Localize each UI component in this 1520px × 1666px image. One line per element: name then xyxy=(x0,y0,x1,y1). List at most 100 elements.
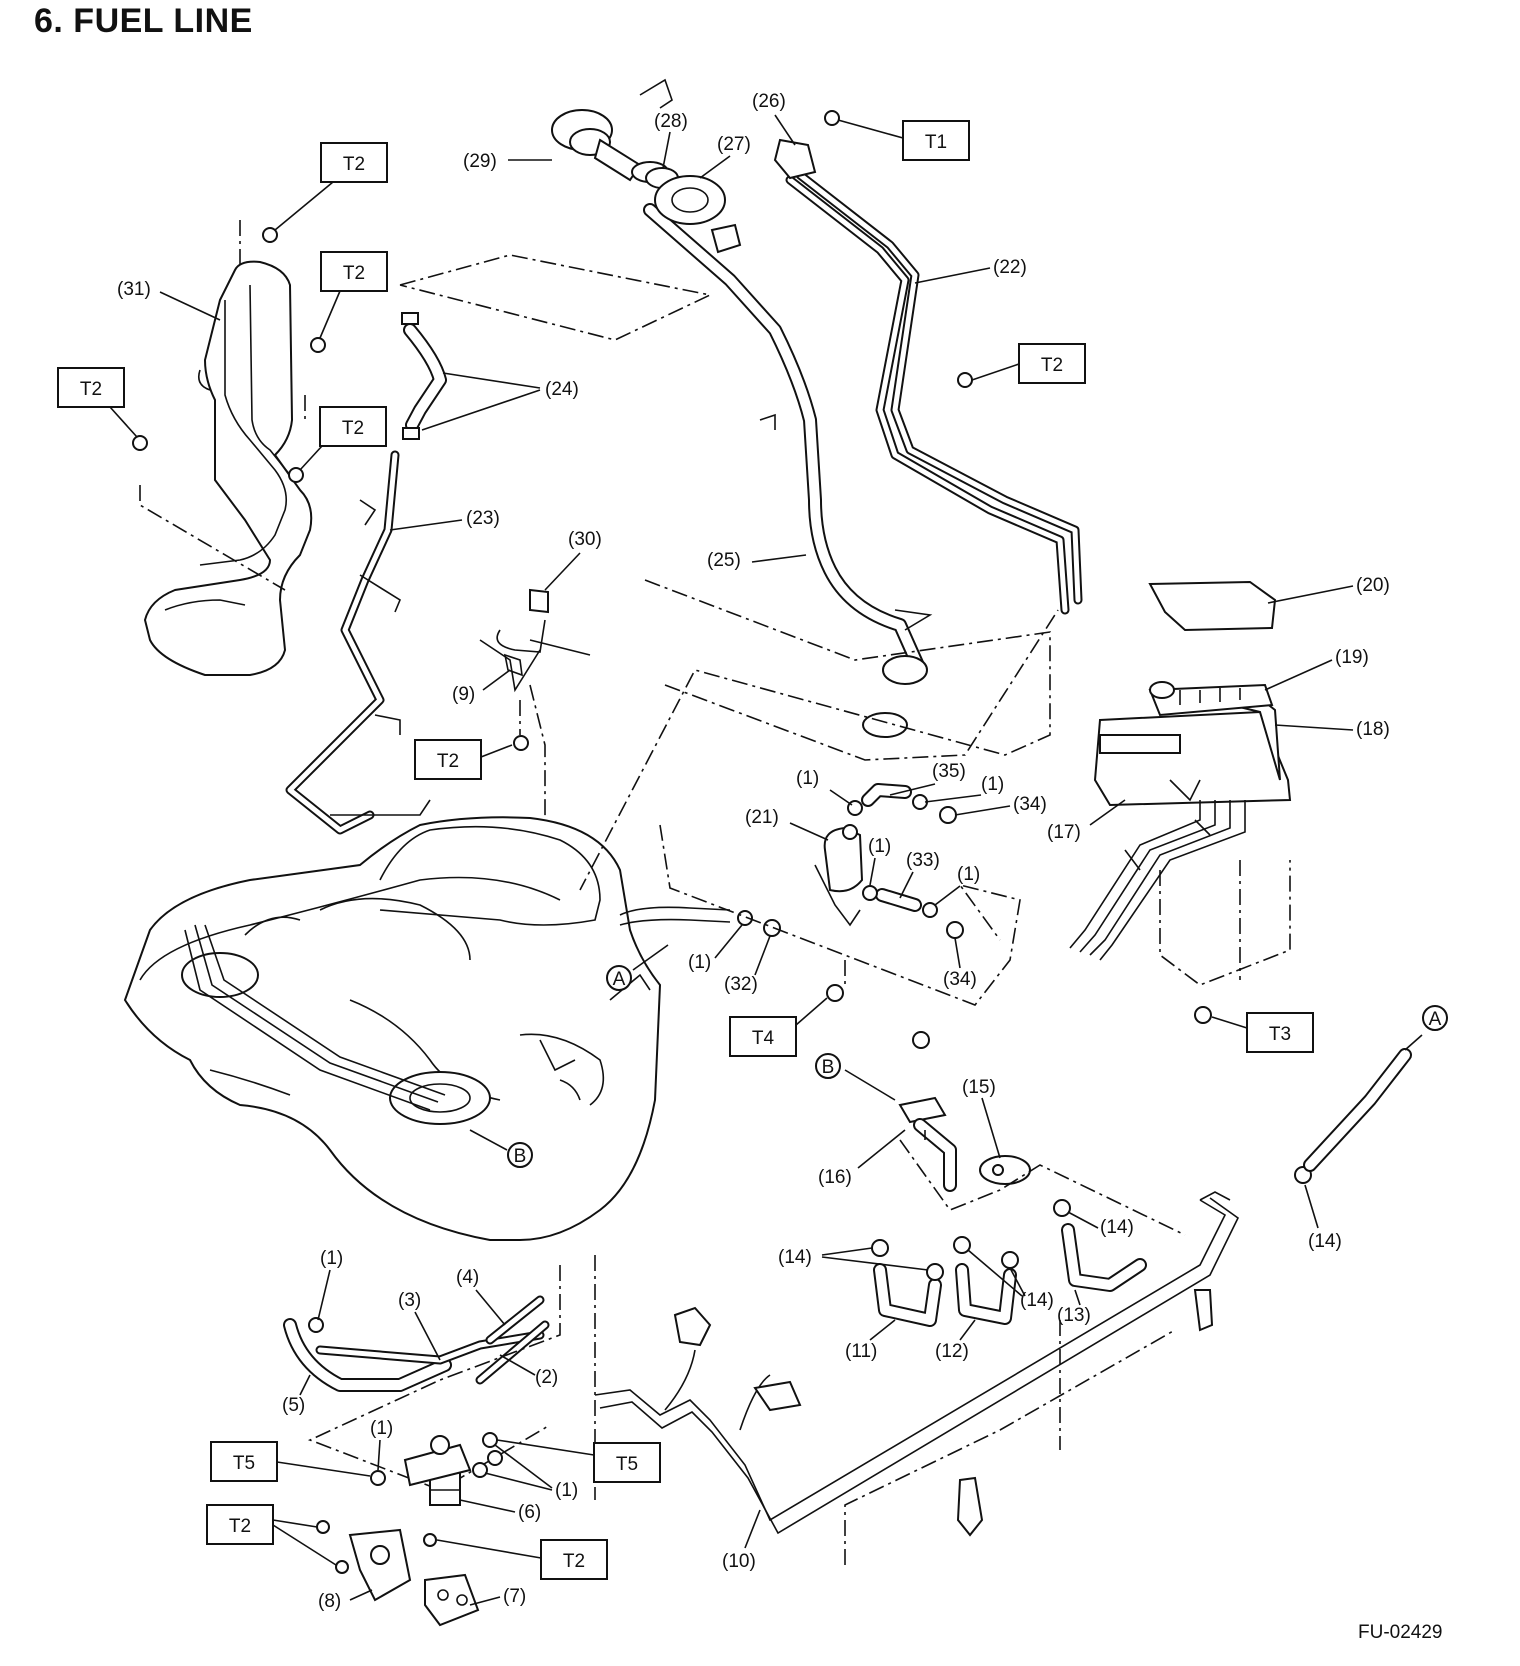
evap-pipe-22 xyxy=(785,170,1083,615)
torque-t3: T3 xyxy=(1211,1012,1314,1053)
svg-text:(31): (31) xyxy=(117,279,151,300)
svg-text:B: B xyxy=(514,1146,527,1167)
bracket-8 xyxy=(348,1528,412,1602)
label-14-c: (14) xyxy=(778,1247,929,1271)
canister-top-19 xyxy=(1148,681,1274,717)
svg-text:A: A xyxy=(1429,1009,1442,1030)
fuel-tank xyxy=(123,816,731,1241)
svg-text:T2: T2 xyxy=(1041,355,1063,376)
svg-text:T2: T2 xyxy=(343,263,365,284)
label-33: (33) xyxy=(899,850,940,899)
svg-text:(32): (32) xyxy=(724,974,758,995)
svg-text:(23): (23) xyxy=(466,508,500,529)
svg-text:(1): (1) xyxy=(370,1418,393,1439)
label-35: (35) xyxy=(889,761,966,796)
hose-13 xyxy=(1061,1223,1147,1292)
svg-text:T2: T2 xyxy=(229,1516,251,1537)
svg-text:(34): (34) xyxy=(943,969,977,990)
filter-6 xyxy=(403,1435,472,1506)
hose-33 xyxy=(875,888,922,912)
torque-t5-a: T5 xyxy=(210,1441,371,1482)
clip-1-i xyxy=(472,1462,488,1478)
ref-marker-b-hose: B xyxy=(815,1053,896,1101)
clip-1-c xyxy=(862,885,878,901)
purge-valve-21 xyxy=(814,824,864,927)
svg-text:T2: T2 xyxy=(563,1551,585,1572)
label-5: (5) xyxy=(282,1374,311,1416)
nipple-34-a xyxy=(939,806,957,824)
label-10: (10) xyxy=(722,1509,761,1572)
svg-text:A: A xyxy=(613,969,626,990)
svg-text:(1): (1) xyxy=(796,768,819,789)
clip-14-a xyxy=(871,1239,889,1257)
label-20: (20) xyxy=(1267,575,1390,604)
svg-text:(22): (22) xyxy=(993,257,1027,278)
valve-bracket-30 xyxy=(479,588,591,693)
torque-t2-e: T2 xyxy=(971,343,1086,384)
svg-text:(30): (30) xyxy=(568,529,602,550)
label-21: (21) xyxy=(745,807,829,841)
label-12: (12) xyxy=(935,1319,976,1362)
canister-shield-20 xyxy=(1148,580,1277,632)
svg-text:T2: T2 xyxy=(437,751,459,772)
svg-text:(14): (14) xyxy=(778,1247,812,1268)
label-29: (29) xyxy=(463,151,552,172)
svg-text:(1): (1) xyxy=(320,1248,343,1269)
label-4: (4) xyxy=(456,1267,506,1326)
svg-text:T4: T4 xyxy=(752,1028,775,1049)
label-11: (11) xyxy=(845,1319,896,1362)
nipple-34-b xyxy=(946,921,964,939)
clip-1-g xyxy=(370,1470,386,1486)
label-14-d: (14) xyxy=(967,1249,1054,1311)
label-1-d: (1) xyxy=(934,864,980,906)
label-8: (8) xyxy=(318,1589,373,1612)
heat-shield-31 xyxy=(143,260,313,676)
bolt-t3 xyxy=(1194,1006,1212,1024)
svg-text:(11): (11) xyxy=(845,1341,877,1362)
hose-dashes xyxy=(844,1130,1186,1565)
label-1-e: (1) xyxy=(688,924,743,973)
label-18: (18) xyxy=(1274,719,1390,740)
svg-text:(3): (3) xyxy=(398,1290,421,1311)
return-hose-a xyxy=(1303,1048,1412,1172)
label-31: (31) xyxy=(117,279,221,321)
svg-text:(34): (34) xyxy=(1013,794,1047,815)
label-22: (22) xyxy=(914,257,1027,284)
canister-17 xyxy=(1093,710,1292,807)
label-3: (3) xyxy=(398,1290,441,1361)
svg-text:(14): (14) xyxy=(1308,1231,1342,1252)
svg-text:(7): (7) xyxy=(503,1586,526,1607)
bracket-15 xyxy=(979,1155,1031,1185)
clip-14-d xyxy=(1001,1251,1019,1269)
pipe-clamps xyxy=(673,1289,1214,1537)
svg-text:(16): (16) xyxy=(818,1167,852,1188)
torque-t2-f: T2 xyxy=(414,739,513,780)
svg-text:(14): (14) xyxy=(1100,1217,1134,1238)
hose-12 xyxy=(955,1263,1017,1325)
label-1-g: (1) xyxy=(370,1418,393,1471)
label-13: (13) xyxy=(1057,1289,1091,1326)
label-16: (16) xyxy=(818,1129,906,1188)
label-30: (30) xyxy=(544,529,602,591)
nut-t4 xyxy=(826,984,844,1002)
torque-t2-h: T2 xyxy=(436,1539,608,1580)
label-23: (23) xyxy=(389,508,500,531)
vent-pipe-23 xyxy=(285,450,431,835)
page-title: 6. FUEL LINE xyxy=(34,2,253,40)
hose-11 xyxy=(873,1263,942,1327)
svg-text:(1): (1) xyxy=(868,836,891,857)
connector-16 xyxy=(898,1031,957,1192)
pipe-4 xyxy=(485,1295,545,1345)
label-6: (6) xyxy=(459,1499,541,1523)
clip-1-b xyxy=(912,794,928,810)
label-28: (28) xyxy=(654,111,688,169)
svg-text:(28): (28) xyxy=(654,111,688,132)
nut-t2-22 xyxy=(957,372,973,388)
label-26: (26) xyxy=(752,91,796,146)
bolt-t2-8a xyxy=(316,1520,330,1534)
torque-t1: T1 xyxy=(837,119,970,161)
label-1-a: (1) xyxy=(796,768,853,806)
svg-text:(25): (25) xyxy=(707,550,741,571)
svg-text:(4): (4) xyxy=(456,1267,479,1288)
svg-text:(1): (1) xyxy=(555,1480,578,1501)
